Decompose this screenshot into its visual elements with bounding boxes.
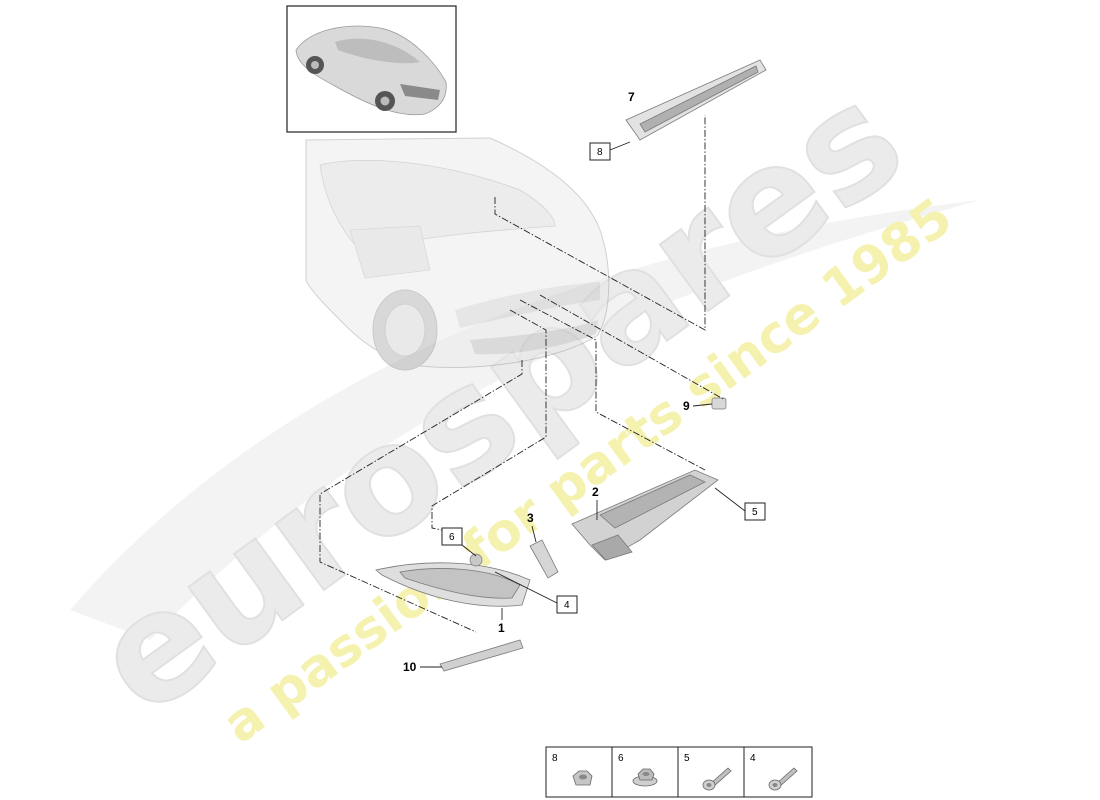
watermark-swoosh — [70, 200, 980, 640]
callout-4: 4 — [564, 600, 570, 611]
legend-number-4: 4 — [750, 753, 756, 764]
screw-icon — [768, 767, 798, 791]
callout-9: 9 — [683, 399, 690, 413]
callout-4-box — [556, 595, 578, 614]
part-1-tail-light — [375, 553, 531, 607]
thumbnail-car-image — [295, 25, 447, 116]
flange-nut-icon — [632, 768, 658, 787]
callout-2: 2 — [592, 485, 599, 499]
screw-icon — [702, 767, 732, 791]
callout-6-box — [441, 527, 463, 546]
vehicle-rear-view — [305, 137, 610, 371]
hardware-legend: 8 6 5 4 — [545, 746, 813, 798]
legend-number-6: 6 — [618, 753, 624, 764]
callout-3: 3 — [527, 511, 534, 525]
callout-10: 10 — [403, 660, 417, 674]
callout-5: 5 — [752, 507, 758, 518]
part-3-bracket — [529, 539, 559, 579]
callout-6: 6 — [449, 532, 455, 543]
part-9-clip — [711, 397, 727, 410]
legend-number-5: 5 — [684, 753, 690, 764]
nut-icon — [572, 770, 593, 786]
callout-7: 7 — [628, 90, 635, 104]
part-7-brake-light — [625, 59, 767, 141]
part-10-trim-strip — [439, 639, 524, 672]
callout-5-box — [744, 502, 766, 521]
callout-8: 8 — [597, 147, 603, 158]
part-2-lid-lamp — [571, 469, 719, 561]
callout-1: 1 — [498, 621, 505, 635]
leader-lines — [319, 115, 726, 633]
legend-number-8: 8 — [552, 753, 558, 764]
callout-8-box — [589, 142, 611, 161]
thumbnail-frame — [286, 5, 457, 133]
